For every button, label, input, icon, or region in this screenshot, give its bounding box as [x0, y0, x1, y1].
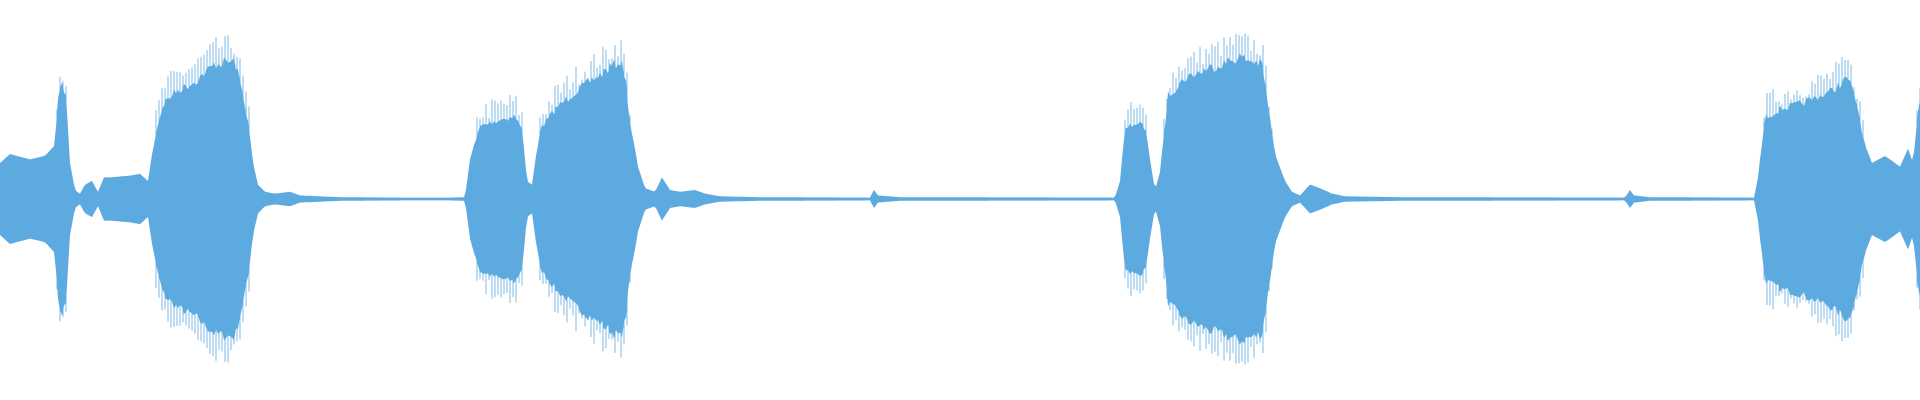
waveform-spikes [56, 33, 1920, 365]
